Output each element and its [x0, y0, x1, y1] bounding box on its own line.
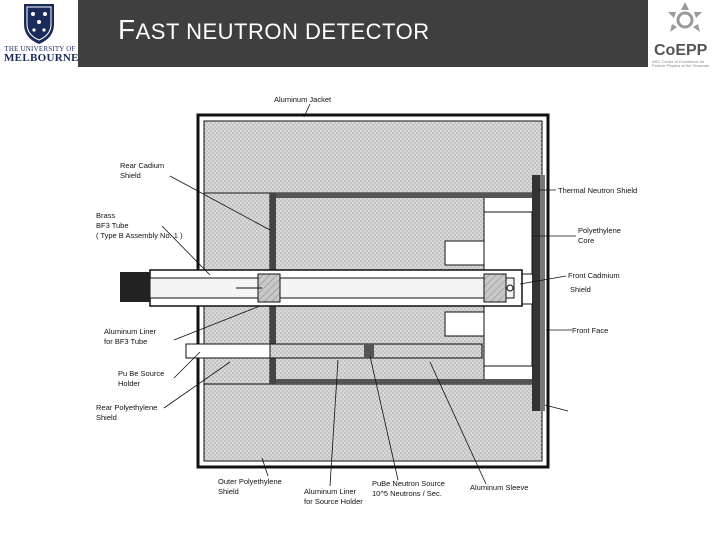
label-brass-2: BF3 Tube	[96, 221, 129, 230]
core-window-upper	[444, 240, 485, 266]
label-thermal-neutron: Thermal Neutron Shield	[558, 186, 637, 195]
bf3-tube	[149, 277, 515, 299]
coepp-wordmark: CoEPP	[654, 42, 708, 59]
label-poly-core-2: Core	[578, 236, 594, 245]
core-window-lower	[444, 311, 485, 337]
outer-poly-top	[203, 120, 543, 194]
label-al-sleeve: Aluminum Sleeve	[470, 483, 528, 492]
label-al-liner-2: for BF3 Tube	[104, 337, 147, 346]
coepp-tagline: ARC Centre of Excellence for Particle Ph…	[652, 59, 710, 69]
label-rear-cadmium-2: Shield	[120, 171, 141, 180]
label-brass-1: Brass	[96, 211, 115, 220]
slide-title: FAST NEUTRON DETECTOR	[118, 14, 430, 46]
university-line1: THE UNIVERSITY OF	[4, 45, 76, 53]
label-aluminum-jacket: Aluminum Jacket	[274, 95, 332, 104]
label-front-face: Front Face	[572, 326, 608, 335]
university-of-melbourne-logo: THE UNIVERSITY OF MELBOURNE	[0, 0, 79, 70]
bf3-end-cap	[483, 273, 507, 303]
title-first-letter: F	[118, 14, 136, 45]
thermal-shield-bottom	[276, 379, 538, 384]
pube-source	[364, 344, 374, 358]
core-void-upper	[483, 211, 533, 275]
label-al-liner-1: Aluminum Liner	[104, 327, 157, 336]
label-brass-3: ( Type B Assembly No. 1 )	[96, 231, 183, 240]
front-face	[540, 175, 545, 411]
core-void-lower	[483, 303, 533, 367]
label-pube-holder-2: Holder	[118, 379, 141, 388]
label-poly-core-1: Polyethylene	[578, 226, 621, 235]
coepp-logo	[650, 0, 720, 70]
bf3-connector	[120, 272, 150, 302]
front-shield-right	[532, 175, 540, 411]
label-front-cad-1: Front Cadmium	[568, 271, 620, 280]
label-pube-holder-1: Pu Be Source	[118, 369, 164, 378]
label-outer-poly-1: Outer Polyethylene	[218, 477, 282, 486]
label-al-liner-src-1: Aluminum Liner	[304, 487, 357, 496]
leader-lines	[161, 103, 576, 487]
label-outer-poly-2: Shield	[218, 487, 239, 496]
label-rear-cadmium-1: Rear Cadium	[120, 161, 164, 170]
outer-poly-bottom	[203, 383, 543, 462]
fast-neutron-detector-diagram: Aluminum Jacket Rear Cadium Shield Therm…	[96, 95, 637, 506]
label-rear-poly-2: Shield	[96, 413, 117, 422]
slide-header: THE UNIVERSITY OF MELBOURNE FAST NEUTRON…	[0, 0, 720, 70]
label-pube-source-2: 10^5 Neutrons / Sec.	[372, 489, 442, 498]
label-al-liner-src-2: for Source Holder	[304, 497, 363, 506]
thermal-shield-top	[276, 193, 538, 198]
title-rest: AST NEUTRON DETECTOR	[135, 19, 430, 44]
label-pube-source-1: PuBe Neutron Source	[372, 479, 445, 488]
title-bar	[78, 0, 648, 67]
university-line2: MELBOURNE	[4, 52, 79, 64]
label-front-cad-2: Shield	[570, 285, 591, 294]
label-rear-poly-1: Rear Polyethylene	[96, 403, 157, 412]
source-holder-liner	[269, 343, 483, 359]
